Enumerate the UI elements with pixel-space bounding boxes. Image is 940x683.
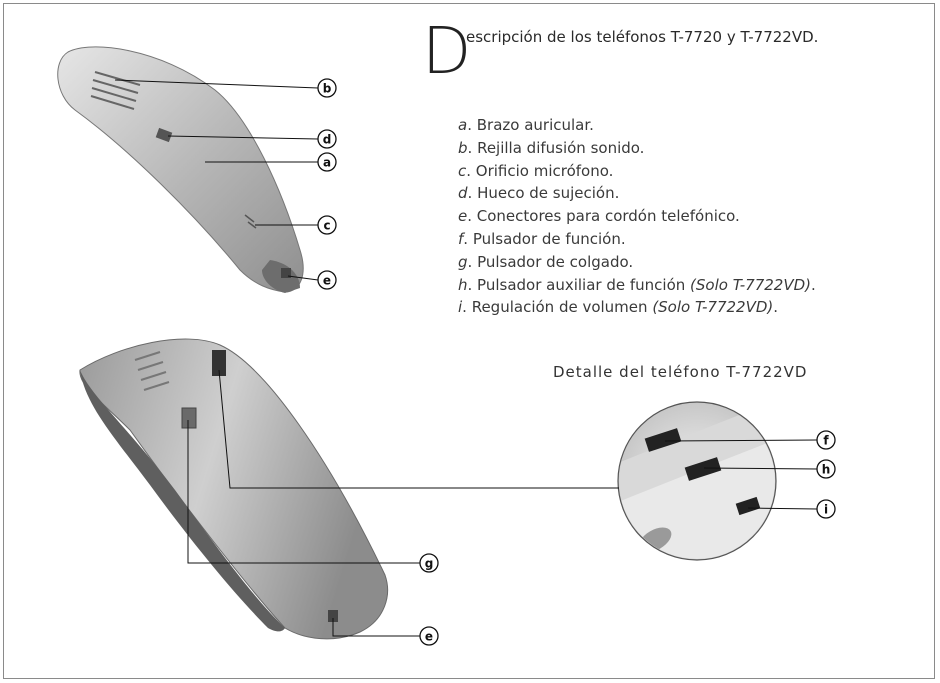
legend-item-d: d. Hueco de sujeción. bbox=[458, 184, 620, 203]
page-frame bbox=[3, 3, 935, 679]
legend-item-g: g. Pulsador de colgado. bbox=[458, 252, 634, 271]
callout-zoom-h: h bbox=[816, 459, 836, 479]
parts-legend: a. Brazo auricular. b. Rejilla difusión … bbox=[458, 114, 816, 319]
handset-top-illustration bbox=[57, 46, 304, 293]
svg-text:g: g bbox=[425, 557, 434, 571]
svg-text:c: c bbox=[323, 219, 330, 233]
svg-text:e: e bbox=[323, 274, 331, 288]
handset-bottom-illustration bbox=[79, 338, 389, 640]
callout-zoom-i: i bbox=[816, 499, 836, 519]
svg-text:b: b bbox=[323, 82, 332, 96]
legend-item-h: h. Pulsador auxiliar de función (Solo T-… bbox=[458, 275, 816, 294]
svg-text:d: d bbox=[323, 133, 332, 147]
callout-top-b: b bbox=[317, 78, 337, 98]
title-text: escripción de los teléfonos T-7720 y T-7… bbox=[466, 28, 819, 46]
legend-item-b: b. Rejilla difusión sonido. bbox=[458, 138, 645, 157]
callout-top-d: d bbox=[317, 129, 337, 149]
svg-text:e: e bbox=[425, 630, 433, 644]
legend-item-c: c. Orificio micrófono. bbox=[458, 161, 614, 180]
zoom-detail-illustration bbox=[617, 401, 777, 561]
callout-bottom-e: e bbox=[419, 626, 439, 646]
callout-top-c: c bbox=[317, 215, 337, 235]
callout-top-a: a bbox=[317, 152, 337, 172]
legend-item-e: e. Conectores para cordón telefónico. bbox=[458, 207, 740, 226]
svg-text:f: f bbox=[823, 434, 829, 448]
svg-text:i: i bbox=[824, 503, 828, 517]
legend-item-a: a. Brazo auricular. bbox=[458, 116, 594, 134]
callout-bottom-g: g bbox=[419, 553, 439, 573]
detail-label: Detalle del teléfono T-7722VD bbox=[553, 363, 808, 381]
title-dropcap: D bbox=[422, 15, 472, 89]
legend-item-i: i. Regulación de volumen (Solo T-7722VD)… bbox=[458, 298, 779, 317]
callout-top-e: e bbox=[317, 270, 337, 290]
callout-zoom-f: f bbox=[816, 430, 836, 450]
svg-text:h: h bbox=[822, 463, 831, 477]
legend-item-f: f. Pulsador de función. bbox=[458, 229, 626, 248]
svg-text:a: a bbox=[323, 156, 331, 170]
